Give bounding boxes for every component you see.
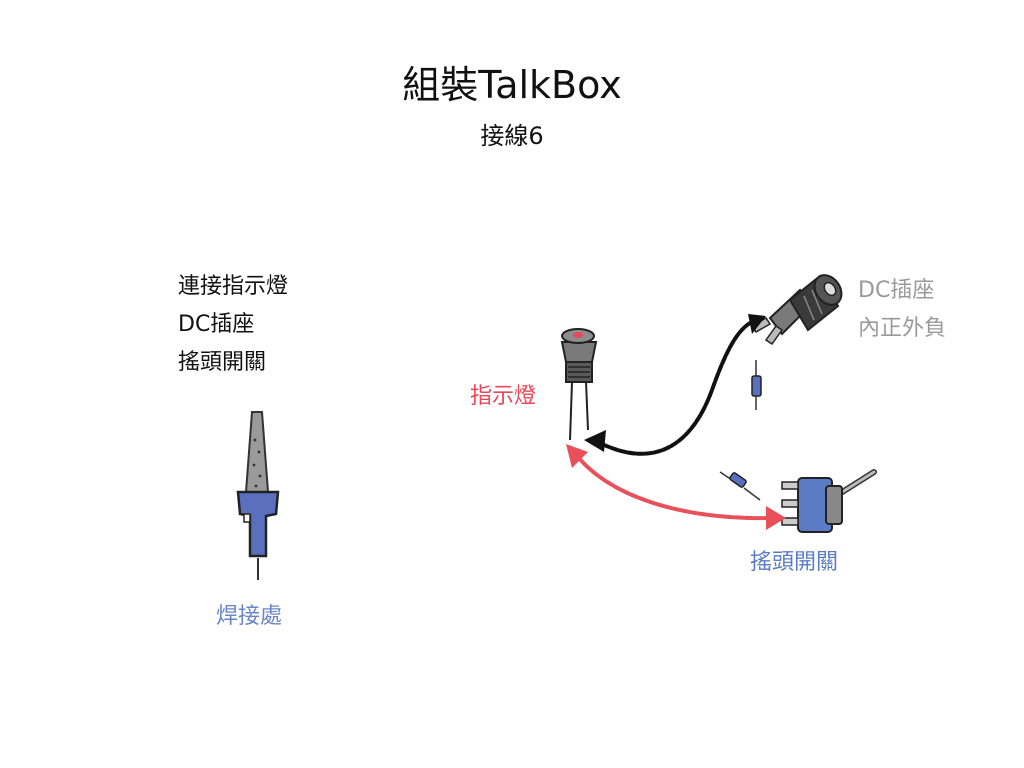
toggle-switch-label: 搖頭開關 [750,550,839,575]
red-wire-arrowhead [566,444,588,468]
red-wire [572,450,774,521]
soldering-iron-icon [236,411,280,580]
black-wire [592,318,758,456]
page-subtitle: 接線6 [480,122,544,150]
dc-jack-label-group: DC插座 內正外負 [858,272,946,348]
dc-jack-label: DC插座 [858,278,935,303]
solder-point-icon [719,471,761,501]
dc-polarity-label: 內正外負 [858,316,947,341]
black-wire-arrowhead [584,430,606,452]
toggle-switch-icon [781,469,877,533]
step-item-dc-jack: DC插座 [178,312,255,337]
step-item-led: 連接指示燈 [178,274,289,299]
led-label: 指示燈 [470,384,537,409]
red-wire-arrowhead [766,506,786,530]
black-wire-arrowhead [748,314,766,334]
step-item-switch: 搖頭開關 [178,350,267,375]
dc-jack-icon [750,274,843,346]
step-list: 連接指示燈 DC插座 搖頭開關 [178,268,288,382]
page-title: 組裝TalkBox [402,63,622,107]
led-indicator-icon [560,328,598,441]
solder-point-icon [751,360,762,410]
solder-point-label: 焊接處 [216,604,283,629]
